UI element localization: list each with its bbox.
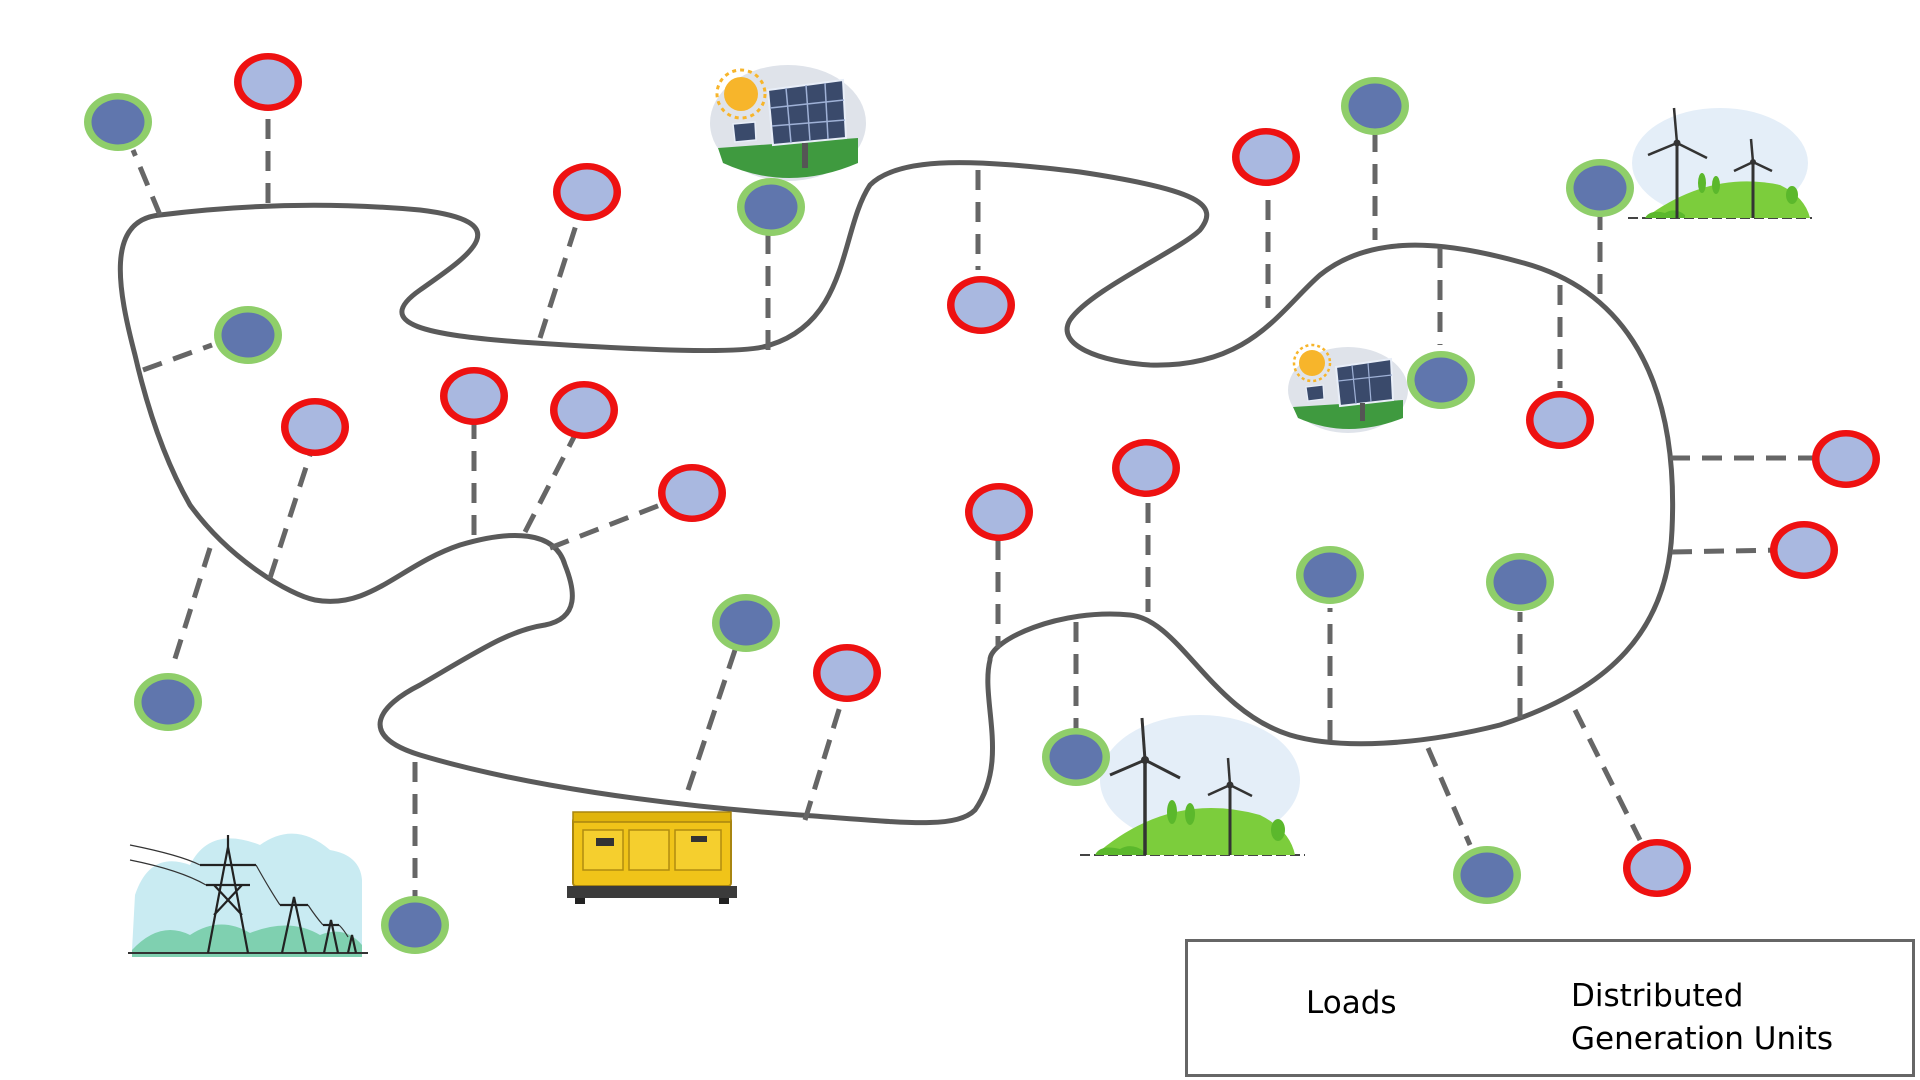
- load-node: [1526, 391, 1594, 449]
- legend: [1185, 939, 1915, 1077]
- connection-line: [142, 342, 213, 373]
- legend-dg-label-line1: Distributed: [1571, 978, 1744, 1014]
- legend-dg-label-line2: Generation Units: [1571, 1021, 1834, 1057]
- connection-line: [802, 699, 845, 821]
- connection-line: [130, 149, 163, 216]
- load-node: [553, 163, 621, 221]
- diesel-generator-icon: [567, 811, 737, 904]
- connection-line: [1425, 747, 1473, 846]
- dg-unit-node: [1407, 351, 1475, 409]
- connection-line: [522, 433, 578, 534]
- load-node: [947, 276, 1015, 334]
- dg-unit-node: [712, 594, 780, 652]
- dg-unit-node: [737, 178, 805, 236]
- transmission-tower-icon: [128, 833, 368, 957]
- connection-line: [267, 454, 313, 579]
- connection-line: [1572, 708, 1643, 842]
- load-node: [1770, 521, 1838, 579]
- legend-dg-label: Distributed Generation Units: [1571, 975, 1891, 1061]
- wind-turbine-icon: [1080, 715, 1305, 856]
- dg-unit-node: [214, 306, 282, 364]
- connection-lines: [130, 110, 1822, 900]
- load-node: [1623, 839, 1691, 897]
- connection-line: [1671, 547, 1781, 555]
- connection-line: [685, 649, 738, 791]
- load-node: [550, 381, 618, 439]
- dg-unit-node: [134, 673, 202, 731]
- load-node: [813, 644, 881, 702]
- dg-unit-node: [1486, 553, 1554, 611]
- load-node: [234, 53, 302, 111]
- dg-unit-node: [1296, 546, 1364, 604]
- load-node: [1232, 128, 1300, 186]
- load-node: [1112, 439, 1180, 497]
- connection-line: [549, 502, 661, 551]
- connection-line: [537, 221, 580, 339]
- load-node: [1812, 430, 1880, 488]
- load-node: [965, 483, 1033, 541]
- dg-unit-node: [381, 896, 449, 954]
- dg-unit-node: [1341, 77, 1409, 135]
- load-node: [658, 464, 726, 522]
- nodes-group: [84, 53, 1880, 954]
- connection-line: [169, 547, 213, 669]
- dg-unit-node: [1042, 728, 1110, 786]
- legend-loads-label: Loads: [1306, 985, 1397, 1021]
- dg-unit-node: [1566, 159, 1634, 217]
- load-node: [281, 398, 349, 456]
- dg-unit-node: [84, 93, 152, 151]
- load-node: [440, 367, 508, 425]
- solar-panel-icon: [1288, 343, 1408, 433]
- wind-turbine-icon: [1628, 107, 1812, 219]
- solar-panel-icon: [710, 65, 866, 181]
- dg-unit-node: [1453, 846, 1521, 904]
- distribution-network-line: [117, 160, 1676, 826]
